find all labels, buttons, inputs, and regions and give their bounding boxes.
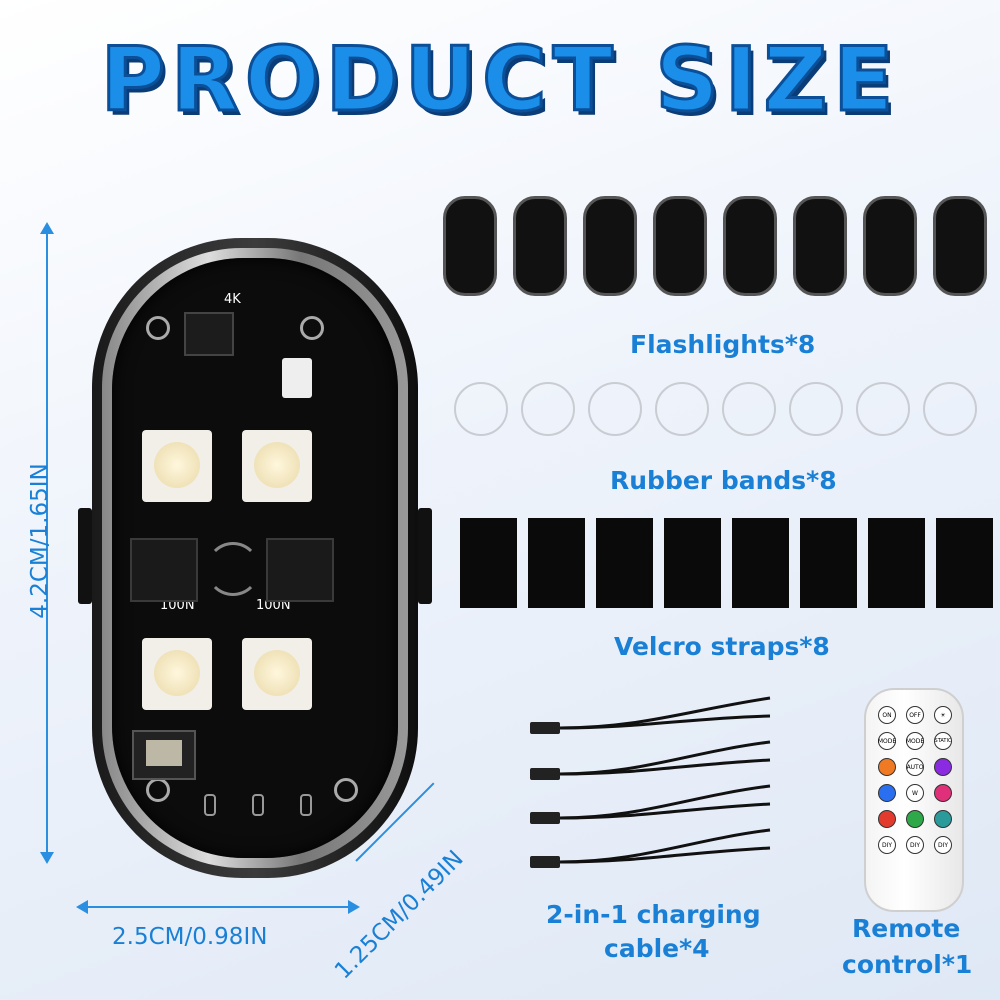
chip bbox=[266, 538, 334, 602]
height-dimension-line bbox=[46, 228, 48, 858]
screw-icon bbox=[334, 778, 358, 802]
screw-icon bbox=[146, 778, 170, 802]
mini-flashlight bbox=[583, 196, 637, 296]
vent-slot bbox=[252, 794, 264, 816]
usb-plug-icon bbox=[530, 856, 560, 868]
charging-cables bbox=[530, 696, 771, 868]
device-side-tab-left bbox=[78, 508, 92, 604]
chip bbox=[184, 312, 234, 356]
width-arrow-left-icon bbox=[76, 900, 88, 914]
remote-on-button: ON bbox=[878, 706, 896, 724]
width-arrow-right-icon bbox=[348, 900, 360, 914]
usb-plug-icon bbox=[530, 722, 560, 734]
velcro-strap bbox=[528, 518, 585, 608]
mini-flashlight bbox=[723, 196, 777, 296]
led-chip bbox=[242, 430, 312, 502]
velcro-row bbox=[460, 518, 993, 608]
rubber-band bbox=[722, 382, 776, 436]
remote-mode-down-button: MODE bbox=[906, 732, 924, 750]
remote-mode-button: MODE bbox=[878, 732, 896, 750]
width-dimension-line bbox=[84, 906, 350, 908]
cable-label-line2: cable*4 bbox=[604, 934, 710, 963]
velcro-strap bbox=[460, 518, 517, 608]
flashlight-device: 4K 100N 100N bbox=[78, 238, 434, 878]
screw-icon bbox=[300, 316, 324, 340]
remote-diy3-button: DIY bbox=[934, 836, 952, 854]
remote-auto-button: AUTO bbox=[906, 758, 924, 776]
rubber-band bbox=[856, 382, 910, 436]
velcro-strap bbox=[664, 518, 721, 608]
remote-static-button: STATIC bbox=[934, 732, 952, 750]
remote-purple-button bbox=[934, 758, 952, 776]
remote-label-line1: Remote bbox=[852, 914, 961, 943]
rubber-bands-row bbox=[454, 382, 977, 438]
remote-pink-button bbox=[934, 784, 952, 802]
led-chip bbox=[142, 430, 212, 502]
remote-diy2-button: DIY bbox=[906, 836, 924, 854]
mini-flashlight bbox=[793, 196, 847, 296]
remote-red-button bbox=[878, 810, 896, 828]
remote-control: ON OFF ☀ MODE MODE STATIC AUTO W DIY DIY… bbox=[864, 688, 964, 912]
cable-label-line1: 2-in-1 charging bbox=[546, 900, 761, 929]
charging-cable bbox=[559, 740, 771, 776]
wireless-icon bbox=[206, 542, 260, 596]
mini-flashlight bbox=[513, 196, 567, 296]
velcro-strap bbox=[732, 518, 789, 608]
velcro-strap bbox=[596, 518, 653, 608]
velcro-strap bbox=[936, 518, 993, 608]
charging-cable bbox=[559, 784, 771, 820]
mini-flashlight bbox=[933, 196, 987, 296]
remote-orange-button bbox=[878, 758, 896, 776]
connector bbox=[282, 358, 312, 398]
led-chip bbox=[142, 638, 212, 710]
board-label-4k: 4K bbox=[224, 292, 241, 307]
usb-plug-icon bbox=[530, 768, 560, 780]
device-circuit-board: 4K 100N 100N bbox=[112, 258, 398, 858]
height-arrow-top-icon bbox=[40, 222, 54, 234]
device-side-tab-right bbox=[418, 508, 432, 604]
flashlights-row bbox=[443, 196, 991, 300]
page-title: PRODUCT SIZE bbox=[99, 27, 900, 133]
mini-flashlight bbox=[863, 196, 917, 296]
height-label: 4.2CM/1.65IN bbox=[27, 463, 53, 619]
charging-cable bbox=[559, 696, 771, 730]
usb-plug-icon bbox=[530, 812, 560, 824]
rubber-band bbox=[521, 382, 575, 436]
remote-label-line2: control*1 bbox=[842, 950, 973, 979]
remote-white-button: W bbox=[906, 784, 924, 802]
rubber-band bbox=[923, 382, 977, 436]
remote-blue-button bbox=[878, 784, 896, 802]
brightness-icon: ☀ bbox=[934, 706, 952, 724]
screw-icon bbox=[146, 316, 170, 340]
remote-green-button bbox=[906, 810, 924, 828]
vent-slot bbox=[204, 794, 216, 816]
vent-slot bbox=[300, 794, 312, 816]
mini-flashlight bbox=[443, 196, 497, 296]
remote-diy1-button: DIY bbox=[878, 836, 896, 854]
chip bbox=[130, 538, 198, 602]
power-button bbox=[132, 730, 196, 780]
height-arrow-bottom-icon bbox=[40, 852, 54, 864]
velcro-label: Velcro straps*8 bbox=[614, 632, 830, 661]
remote-off-button: OFF bbox=[906, 706, 924, 724]
velcro-strap bbox=[800, 518, 857, 608]
remote-teal-button bbox=[934, 810, 952, 828]
flashlights-label: Flashlights*8 bbox=[630, 330, 816, 359]
rubber-band bbox=[588, 382, 642, 436]
mini-flashlight bbox=[653, 196, 707, 296]
rubber-band bbox=[454, 382, 508, 436]
charging-cable bbox=[559, 828, 771, 864]
velcro-strap bbox=[868, 518, 925, 608]
rubber-band bbox=[789, 382, 843, 436]
width-label: 2.5CM/0.98IN bbox=[112, 924, 268, 950]
rubber-bands-label: Rubber bands*8 bbox=[610, 466, 837, 495]
rubber-band bbox=[655, 382, 709, 436]
led-chip bbox=[242, 638, 312, 710]
